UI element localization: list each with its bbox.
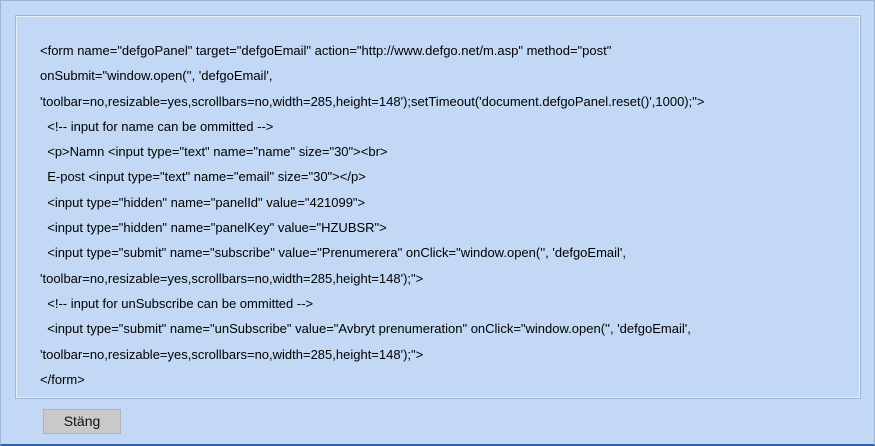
- code-line: <input type="hidden" name="panelKey" val…: [40, 220, 387, 236]
- code-snippet-panel: <form name="defgoPanel" target="defgoEma…: [15, 15, 861, 399]
- code-line: </form>: [40, 371, 85, 387]
- close-button[interactable]: Stäng: [43, 409, 121, 434]
- code-line: <form name="defgoPanel" target="defgoEma…: [40, 43, 612, 58]
- code-line: <input type="submit" name="subscribe" va…: [40, 245, 627, 261]
- code-line: E-post <input type="text" name="email" s…: [40, 169, 366, 185]
- code-line: 'toolbar=no,resizable=yes,scrollbars=no,…: [40, 93, 705, 109]
- code-line: <!-- input for unSubscribe can be ommitt…: [40, 295, 314, 311]
- code-line: <p>Namn <input type="text" name="name" s…: [40, 144, 388, 160]
- code-line: <input type="hidden" name="panelId" valu…: [40, 194, 366, 210]
- code-line: 'toolbar=no,resizable=yes,scrollbars=no,…: [40, 270, 424, 286]
- code-line: onSubmit="window.open('', 'defgoEmail',: [40, 68, 273, 84]
- code-line: <input type="submit" name="unSubscribe" …: [40, 321, 691, 337]
- code-line: <!-- input for name can be ommitted -->: [40, 118, 274, 134]
- code-line: 'toolbar=no,resizable=yes,scrollbars=no,…: [40, 346, 424, 362]
